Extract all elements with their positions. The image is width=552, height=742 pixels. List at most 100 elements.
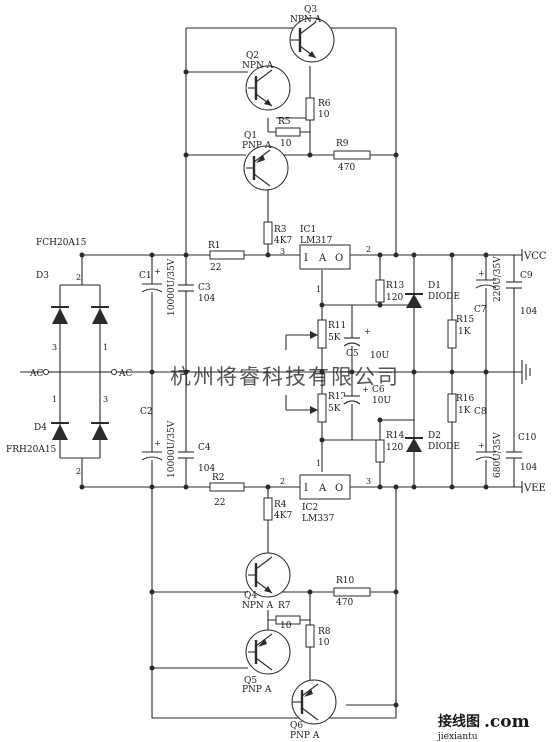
logo-com: .com [484, 712, 530, 732]
d4-part: FRH20A15 [6, 445, 57, 455]
capacitor-c10: C10 104 [504, 433, 537, 473]
resistor-r5: R5 10 [275, 117, 301, 149]
svg-text:O: O [335, 483, 343, 494]
c5-ref: C5 [346, 349, 359, 359]
svg-text:1: 1 [316, 459, 321, 468]
svg-text:O: O [335, 253, 343, 264]
r10-value: 470 [336, 598, 353, 608]
q4-ref: Q4 [244, 591, 257, 601]
rectifier-d3: D3 FCH20A15 3 1 2 [36, 238, 109, 352]
r7-value: 10 [280, 621, 292, 631]
transistor-q1: Q1 PNP A [242, 131, 289, 191]
potentiometer-r11: R11 5K [286, 319, 346, 349]
d3-ref: D3 [36, 271, 49, 281]
svg-text:3: 3 [52, 343, 57, 352]
c7-ref: C7 [474, 305, 487, 315]
q2-ref: Q2 [246, 51, 259, 61]
resistor-r15: R15 1K [447, 315, 475, 349]
regulator-ic1: I A O IC1 LM317 3 2 1 [280, 225, 371, 294]
r6-value: 10 [318, 110, 330, 120]
q6-type: PNP A [290, 731, 320, 741]
resistor-r2: R2 22 [209, 473, 245, 508]
resistor-r10: R10 470 [333, 576, 371, 608]
c3-value: 104 [198, 294, 215, 304]
r12-value: 5K [328, 404, 341, 414]
diode-d1: D1 DIODE [405, 281, 460, 308]
capacitor-c7: + C7 220U/35V [474, 256, 503, 315]
logo-cn: 接线图 [438, 713, 480, 730]
svg-text:I: I [304, 483, 308, 494]
transistor-q6: Q6 PNP A [290, 679, 337, 741]
resistor-r14: R14 120 [375, 431, 405, 463]
svg-text:1: 1 [316, 285, 321, 294]
svg-text:1: 1 [103, 343, 108, 352]
svg-text:1: 1 [52, 395, 57, 404]
resistor-r13: R13 120 [375, 279, 405, 303]
svg-text:I: I [304, 253, 308, 264]
q2-type: NPN A [242, 61, 274, 71]
vcc-label: VCC [523, 251, 547, 262]
d2-value: DIODE [428, 442, 460, 452]
ac-inputs: AC AC [29, 369, 132, 379]
resistor-r16: R16 1K [447, 393, 475, 423]
capacitor-c3: C3 104 [176, 283, 215, 304]
svg-text:2: 2 [76, 467, 81, 476]
r5-ref: R5 [278, 117, 291, 127]
r15-value: 1K [458, 327, 471, 337]
svg-text:A: A [318, 253, 327, 264]
r8-value: 10 [318, 638, 330, 648]
c2-value: 10000U/35V [167, 420, 177, 478]
svg-text:3: 3 [280, 247, 285, 256]
r14-ref: R14 [386, 431, 405, 441]
c1-ref: C1 [139, 271, 152, 281]
c6-value: 10U [372, 396, 391, 406]
ic2-part: LM337 [302, 514, 335, 524]
c3-ref: C3 [198, 283, 211, 293]
site-logo: 接线图 .com jiexiantu [437, 712, 530, 742]
regulator-ic2: I A O IC2 LM337 2 3 1 [280, 459, 371, 524]
svg-text:2: 2 [366, 245, 371, 254]
c1-value: 10000U/35V [167, 258, 177, 316]
r9-value: 470 [338, 163, 355, 173]
q5-ref: Q5 [244, 676, 257, 686]
c10-ref: C10 [518, 433, 537, 443]
q1-type: PNP A [242, 141, 272, 151]
r11-ref: R11 [328, 321, 346, 331]
r4-value: 4K7 [274, 511, 292, 521]
r8-ref: R8 [318, 627, 331, 637]
r14-value: 120 [386, 443, 403, 453]
transistor-q3: Q3 NPN A [289, 5, 335, 63]
c9-value: 104 [520, 307, 537, 317]
capacitor-c2: C2 10000U/35V + [140, 407, 177, 478]
r1-value: 22 [210, 263, 221, 273]
c8-ref: C8 [474, 407, 487, 417]
q3-ref: Q3 [304, 5, 317, 15]
r13-value: 120 [386, 293, 403, 303]
r11-value: 5K [328, 333, 341, 343]
capacitor-c5: + C5 10U [342, 327, 389, 361]
transistor-q2: Q2 NPN A [242, 51, 291, 111]
resistor-r1: R1 22 [208, 241, 245, 273]
ic1-part: LM317 [300, 236, 333, 246]
d3-part: FCH20A15 [36, 238, 87, 248]
svg-text:2: 2 [76, 273, 81, 282]
resistor-r7: R7 10 [275, 601, 301, 631]
transistor-q5: Q5 PNP A [242, 629, 291, 695]
q5-type: PNP A [242, 685, 272, 695]
ac-label-left: AC [29, 369, 43, 379]
c8-value: 680U/35V [493, 432, 503, 478]
r10-ref: R10 [336, 576, 355, 586]
capacitor-c4: C4 104 [176, 443, 215, 474]
c2-ref: C2 [140, 407, 153, 417]
resistor-r9: R9 470 [333, 139, 371, 173]
svg-text:3: 3 [366, 477, 371, 486]
r4-ref: R4 [274, 500, 287, 510]
svg-text:3: 3 [103, 395, 108, 404]
svg-text:+: + [478, 269, 485, 278]
r2-ref: R2 [212, 473, 225, 483]
r1-ref: R1 [208, 241, 221, 251]
resistor-r6: R6 10 [305, 97, 331, 121]
r9-ref: R9 [336, 139, 349, 149]
r16-ref: R16 [456, 394, 475, 404]
r5-value: 10 [280, 139, 292, 149]
